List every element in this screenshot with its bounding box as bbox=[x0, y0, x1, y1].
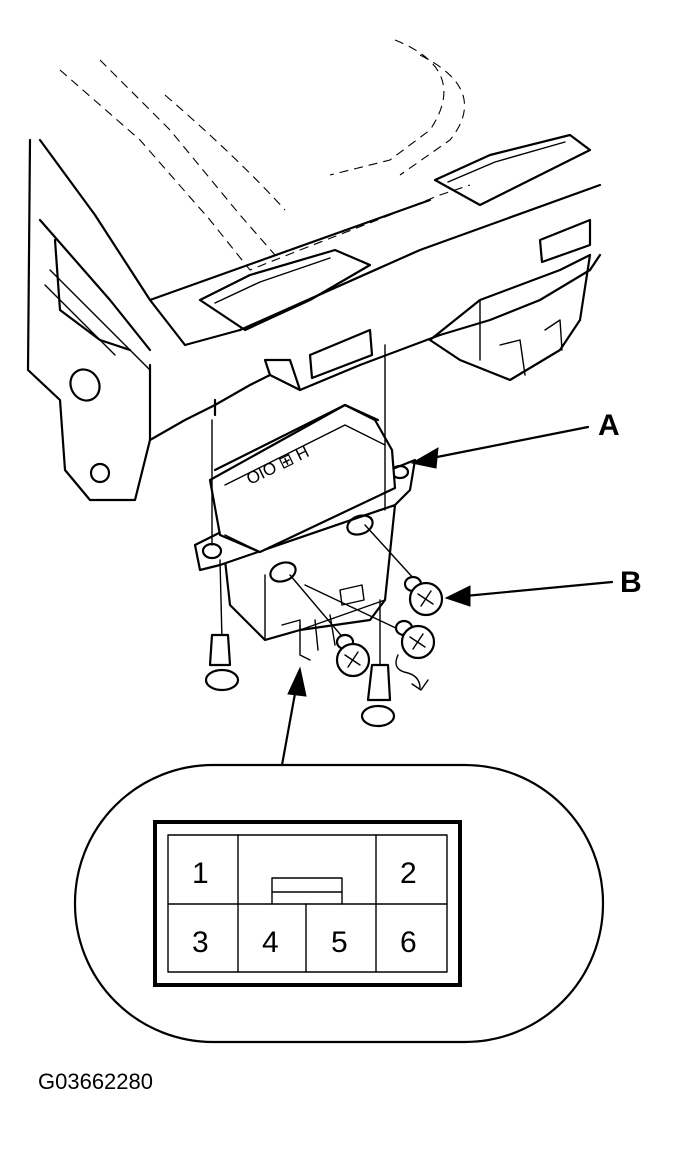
rear-defogger-switch: OIO ⊞ H bbox=[193, 403, 417, 661]
bulb-clips-b bbox=[289, 524, 444, 691]
callout-leaders bbox=[280, 425, 614, 767]
terminal-4: 4 bbox=[262, 926, 279, 959]
terminal-5: 5 bbox=[331, 926, 348, 959]
terminal-6: 6 bbox=[400, 926, 417, 959]
terminal-3: 3 bbox=[192, 926, 209, 959]
connector-detail-view bbox=[73, 763, 605, 1044]
terminal-1: 1 bbox=[192, 857, 209, 890]
callout-b: B bbox=[620, 566, 642, 599]
terminal-2: 2 bbox=[400, 857, 417, 890]
mounting-screws bbox=[204, 344, 396, 728]
figure-code: G03662280 bbox=[38, 1069, 153, 1094]
dashboard-panel bbox=[26, 39, 602, 502]
callout-a: A bbox=[598, 409, 620, 442]
